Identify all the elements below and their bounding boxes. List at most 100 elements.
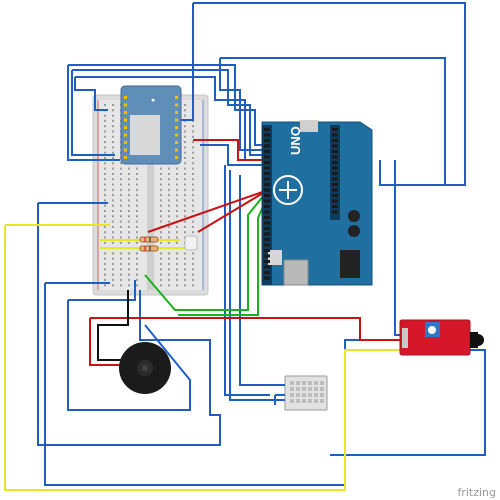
breadboard-hole xyxy=(168,263,170,265)
breadboard-hole xyxy=(176,188,178,191)
wifi-pin xyxy=(175,156,178,159)
breadboard-hole xyxy=(168,167,170,170)
breadboard-hole xyxy=(160,231,162,234)
dht-vent xyxy=(302,381,306,385)
breadboard-hole xyxy=(168,178,170,181)
breadboard-hole xyxy=(120,172,122,175)
breadboard-hole xyxy=(168,199,170,202)
breadboard-hole xyxy=(104,167,106,170)
arduino-pin xyxy=(264,221,270,225)
breadboard-hole xyxy=(192,125,194,128)
breadboard-hole xyxy=(112,188,114,191)
breadboard-hole xyxy=(168,284,170,287)
breadboard-hole xyxy=(104,263,106,265)
breadboard-hole xyxy=(120,231,122,234)
breadboard-hole xyxy=(136,278,138,281)
breadboard-hole xyxy=(184,231,186,234)
breadboard-hole xyxy=(160,263,162,265)
wifi-pin xyxy=(175,118,178,122)
breadboard-hole xyxy=(128,252,130,255)
dht-vent xyxy=(302,399,306,403)
arduino-pin xyxy=(264,265,270,269)
arduino-pin xyxy=(332,183,338,186)
breadboard-hole xyxy=(192,188,194,191)
breadboard-hole xyxy=(192,199,194,202)
breadboard-hole xyxy=(136,231,138,234)
breadboard-hole xyxy=(176,167,178,170)
breadboard-hole xyxy=(112,157,114,159)
breadboard-hole xyxy=(184,104,186,106)
wifi-pin xyxy=(124,111,127,114)
dht-vent xyxy=(308,387,312,391)
dht-vent xyxy=(296,387,300,391)
breadboard-hole xyxy=(112,241,114,244)
breadboard-hole xyxy=(120,220,122,223)
breadboard-hole xyxy=(160,220,162,223)
resistors xyxy=(139,236,159,252)
breadboard-hole xyxy=(176,194,178,197)
breadboard-hole xyxy=(112,109,114,112)
breadboard-hole xyxy=(112,167,114,170)
breadboard-hole xyxy=(104,125,106,128)
breadboard-hole xyxy=(104,188,106,191)
arduino-pin xyxy=(332,205,338,208)
breadboard-hole xyxy=(192,210,194,212)
arduino-pin xyxy=(264,139,270,142)
dht-vent xyxy=(290,393,294,397)
dht-vent xyxy=(314,393,318,397)
breadboard-hole xyxy=(160,167,162,170)
breadboard-hole xyxy=(112,225,114,228)
breadboard-hole xyxy=(112,204,114,207)
breadboard-hole xyxy=(128,183,130,186)
breadboard-hole xyxy=(120,236,122,239)
breadboard-hole xyxy=(176,284,178,287)
breadboard-hole xyxy=(104,241,106,244)
breadboard-hole xyxy=(184,199,186,202)
breadboard-hole xyxy=(184,141,186,144)
breadboard-hole xyxy=(112,231,114,234)
breadboard-hole xyxy=(120,268,122,271)
breadboard-hole xyxy=(160,268,162,271)
breadboard-hole xyxy=(176,210,178,212)
breadboard-hole xyxy=(128,241,130,244)
breadboard-hole xyxy=(192,178,194,181)
dht-vent xyxy=(320,381,324,385)
breadboard-hole xyxy=(120,204,122,207)
arduino-pin xyxy=(264,260,270,263)
breadboard-hole xyxy=(128,167,130,170)
breadboard-hole xyxy=(184,109,186,112)
breadboard-hole xyxy=(120,241,122,244)
breadboard-hole xyxy=(176,236,178,239)
arduino-pin xyxy=(332,177,338,181)
wifi-pin xyxy=(175,126,178,129)
arduino-pin xyxy=(264,249,270,252)
breadboard-hole xyxy=(128,210,130,212)
breadboard-hole xyxy=(112,141,114,144)
wifi-pin xyxy=(175,141,178,144)
breadboard-hole xyxy=(120,278,122,281)
breadboard-hole xyxy=(104,183,106,186)
arduino-pin xyxy=(332,128,338,131)
arduino-pin xyxy=(332,150,338,153)
breadboard-hole xyxy=(192,257,194,260)
breadboard-hole xyxy=(112,183,114,186)
breadboard-hole xyxy=(184,220,186,223)
breadboard-hole xyxy=(168,194,170,197)
breadboard-hole xyxy=(184,215,186,218)
breadboard-hole xyxy=(112,278,114,281)
breadboard-hole xyxy=(120,284,122,287)
arduino-pin xyxy=(264,243,270,247)
breadboard-hole xyxy=(160,183,162,186)
breadboard-hole xyxy=(160,178,162,181)
wifi-pin xyxy=(124,103,127,107)
breadboard-hole xyxy=(176,273,178,276)
breadboard-hole xyxy=(104,284,106,287)
breadboard-hole xyxy=(184,162,186,165)
breadboard-hole xyxy=(176,252,178,255)
breadboard-hole xyxy=(184,125,186,128)
breadboard-hole xyxy=(112,284,114,287)
breadboard-hole xyxy=(104,257,106,260)
breadboard-hole xyxy=(104,278,106,281)
breadboard-hole xyxy=(184,172,186,175)
breadboard-hole xyxy=(160,236,162,239)
